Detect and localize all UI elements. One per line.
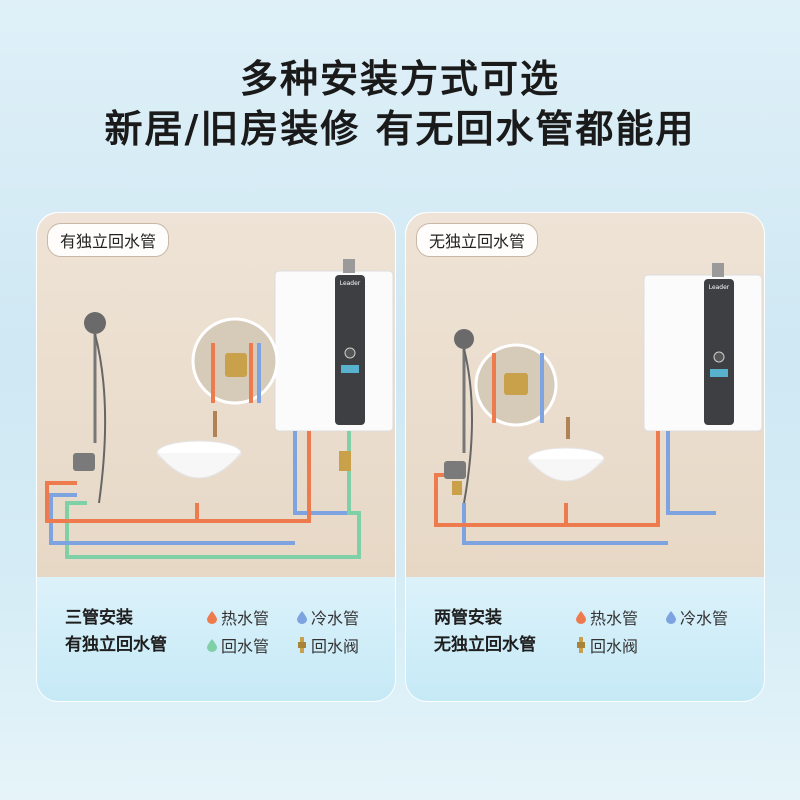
return-valve-icon <box>452 481 462 495</box>
heater-flue-icon <box>712 263 724 277</box>
caption-method: 三管安装 <box>65 608 133 628</box>
shower-mixer-icon <box>73 453 95 471</box>
shower-hose <box>94 333 107 504</box>
legend-label: 热水管 <box>590 609 639 628</box>
heater-brand: Leader <box>340 280 361 287</box>
shower-head-icon <box>84 312 106 334</box>
wash-basin <box>527 458 605 482</box>
shower-hose <box>463 348 473 504</box>
two-pipe-diagram: Leader <box>434 263 763 545</box>
legend-item-valve: 回水阀 <box>576 633 638 657</box>
legend-item-cold: 冷水管 <box>297 605 359 629</box>
legend-item-return: 回水管 <box>207 633 269 657</box>
installation-caption: 三管安装 有独立回水管 <box>65 605 167 659</box>
installation-card-three-pipe: Leader 有独立回水管 <box>36 212 396 702</box>
legend-item-hot: 热水管 <box>207 605 269 629</box>
caption-method: 两管安装 <box>434 608 502 628</box>
water-heater <box>643 274 763 432</box>
legend-item-valve: 回水阀 <box>297 633 359 657</box>
legend-item-cold: 冷水管 <box>666 605 728 629</box>
headline-line-1: 多种安装方式可选 <box>239 57 560 101</box>
installation-card-two-pipe: Leader 无独立回水管 两管安装 无独立回水管 <box>405 212 765 702</box>
zoom-valve-icon <box>225 353 247 377</box>
faucet-icon <box>566 417 570 439</box>
legend-label: 回水管 <box>221 637 270 656</box>
heater-flue-icon <box>343 259 355 273</box>
cold-water-pipe <box>462 431 716 545</box>
heater-knob-icon <box>344 347 356 359</box>
cold-water-drop-icon <box>297 610 307 624</box>
installation-tag: 无独立回水管 <box>416 223 539 257</box>
water-heater <box>274 270 394 432</box>
legend-label: 回水阀 <box>590 637 639 656</box>
cold-water-drop-icon <box>666 610 676 624</box>
heater-knob-icon <box>713 351 725 363</box>
headline-line-2: 新居/旧房装修 有无回水管都能用 <box>104 107 696 151</box>
shower-mixer-icon <box>444 461 466 479</box>
heater-display <box>710 369 728 377</box>
faucet-icon <box>213 411 217 437</box>
legend-label: 回水阀 <box>311 637 360 656</box>
caption-detail: 有独立回水管 <box>65 635 167 655</box>
hot-water-pipe <box>434 431 660 527</box>
return-pipe <box>65 431 361 559</box>
return-valve-icon <box>577 637 585 653</box>
shower-head-icon <box>454 329 474 349</box>
hot-water-drop-icon <box>207 610 217 624</box>
legend-label: 冷水管 <box>680 609 729 628</box>
installation-scene: Leader 有独立回水管 <box>37 213 395 577</box>
heater-brand: Leader <box>709 284 730 291</box>
legend-label: 热水管 <box>221 609 270 628</box>
installation-caption: 两管安装 无独立回水管 <box>434 605 536 659</box>
return-valve-icon <box>339 451 351 471</box>
return-water-drop-icon <box>207 638 217 652</box>
installation-tag: 有独立回水管 <box>47 223 170 257</box>
return-valve-icon <box>298 637 306 653</box>
caption-detail: 无独立回水管 <box>434 635 536 655</box>
three-pipe-diagram: Leader <box>45 259 394 559</box>
zoom-hot-pipe <box>211 343 253 403</box>
installation-scene: Leader 无独立回水管 <box>406 213 764 577</box>
heater-display <box>341 365 359 373</box>
hot-water-pipe <box>45 431 311 523</box>
legend-item-hot: 热水管 <box>576 605 638 629</box>
zoom-valve-icon <box>504 373 528 395</box>
legend-label: 冷水管 <box>311 609 360 628</box>
hot-water-drop-icon <box>576 610 586 624</box>
wash-basin <box>156 452 242 479</box>
